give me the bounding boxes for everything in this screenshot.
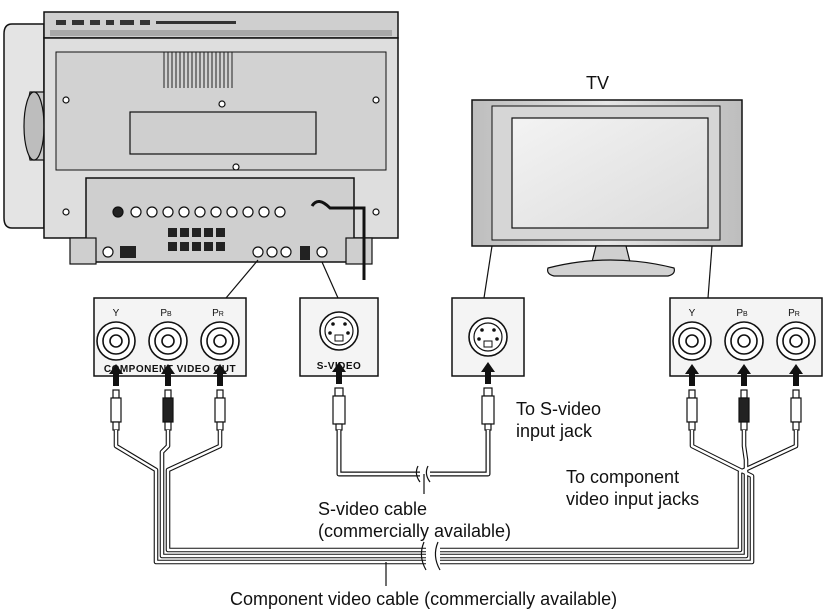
arrows — [109, 362, 803, 386]
svideo-input-label: To S-video input jack — [516, 399, 602, 441]
component-cable-break — [420, 541, 441, 571]
rear-jacks — [102, 206, 328, 258]
jack-label-y: Y — [113, 308, 120, 319]
rca-plugs-right — [686, 389, 802, 431]
callout-lines — [225, 245, 713, 299]
tv-jack-label-y: Y — [689, 308, 696, 319]
screws — [62, 96, 380, 216]
main-unit-rear — [3, 11, 399, 280]
svideo-cable — [336, 430, 491, 477]
component-cable-label: Component video cable (commercially avai… — [230, 589, 618, 609]
component-video-out-panel: Y PB PR COMPONENT VIDEO OUT — [93, 297, 247, 377]
rca-plugs-left — [110, 389, 226, 431]
jack-label-pb: PB — [160, 308, 172, 319]
top-markings — [56, 20, 236, 25]
tv-label: TV — [586, 73, 610, 93]
speaker-terminals — [120, 228, 310, 260]
tv-component-input-panel: Y PB PR — [669, 297, 823, 377]
svideo-cable-label: S-video cable (commercially available) — [318, 499, 512, 541]
tv-set — [471, 99, 743, 277]
component-input-label: To component video input jacks — [566, 467, 700, 509]
svideo-plugs — [332, 387, 495, 431]
tv-jack-label-pb: PB — [736, 308, 748, 319]
vent-grille — [163, 52, 233, 88]
svideo-cable-break — [415, 465, 431, 483]
jack-label-pr: PR — [212, 308, 224, 319]
tv-jack-label-pr: PR — [788, 308, 800, 319]
